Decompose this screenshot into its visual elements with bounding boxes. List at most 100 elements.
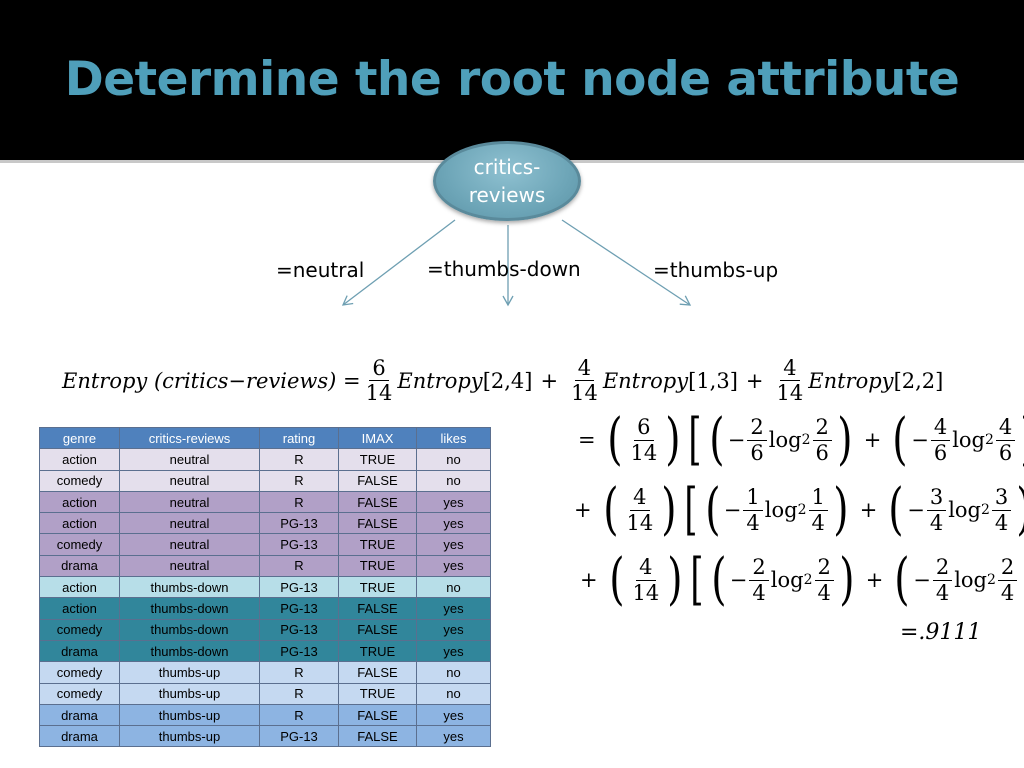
table-cell: FALSE (338, 703, 417, 727)
table-cell: PG-13 (259, 618, 339, 641)
column-header: IMAX (338, 426, 417, 450)
entropy-set: [2,2] (893, 368, 944, 393)
title-bar (0, 0, 1024, 160)
table-cell: no (416, 448, 491, 471)
table-cell: action (39, 448, 120, 471)
table-cell: R (259, 661, 339, 684)
table-cell: PG-13 (259, 639, 339, 663)
table-cell: PG-13 (259, 576, 339, 599)
table-cell: neutral (119, 448, 260, 471)
table-cell: no (416, 682, 491, 705)
table-cell: comedy (39, 618, 120, 641)
log-function: log (768, 428, 802, 452)
table-cell: PG-13 (259, 533, 339, 556)
log-function: log (954, 568, 987, 592)
table-cell: R (259, 703, 339, 727)
table-cell: R (259, 682, 339, 705)
table-cell: PG-13 (259, 725, 339, 748)
table-cell: yes (416, 703, 491, 727)
table-cell: TRUE (338, 448, 417, 471)
table-cell: thumbs-up (119, 682, 260, 705)
table-cell: PG-13 (259, 512, 339, 535)
table-cell: neutral (119, 512, 260, 535)
table-cell: thumbs-down (119, 576, 260, 599)
arrow-neutral (341, 219, 456, 306)
entropy-set: [2,4] (482, 368, 533, 393)
table-cell: FALSE (338, 597, 417, 620)
table-cell: neutral (119, 490, 260, 514)
branch-label-thumbs-up: =thumbs-up (653, 258, 779, 282)
column-header: rating (259, 426, 339, 450)
root-node: critics- reviews (433, 141, 581, 221)
table-cell: R (259, 490, 339, 514)
table-cell: comedy (39, 533, 120, 556)
table-cell: comedy (39, 469, 120, 492)
table-cell: neutral (119, 469, 260, 492)
column-header: likes (416, 426, 491, 450)
table-cell: TRUE (338, 639, 417, 663)
table-cell: yes (416, 639, 491, 663)
entropy-term: Entropy (808, 368, 894, 393)
table-cell: action (39, 512, 120, 535)
table-cell: thumbs-up (119, 725, 260, 748)
branch-label-neutral: =neutral (276, 258, 365, 282)
log-function: log (770, 568, 804, 592)
table-cell: FALSE (338, 512, 417, 535)
table-cell: FALSE (338, 618, 417, 641)
slide-title: Determine the root node attribute (64, 52, 960, 107)
root-node-label-2: reviews (468, 183, 546, 207)
table-cell: yes (416, 512, 491, 535)
entropy-result: =.9111 (900, 620, 982, 645)
table-cell: no (416, 576, 491, 599)
table-cell: thumbs-down (119, 618, 260, 641)
table-cell: yes (416, 618, 491, 641)
table-cell: action (39, 597, 120, 620)
root-node-label-1: critics- (473, 155, 541, 179)
table-cell: thumbs-down (119, 597, 260, 620)
table-cell: yes (416, 725, 491, 748)
table-cell: neutral (119, 533, 260, 556)
table-cell: yes (416, 554, 491, 578)
entropy-set: [1,3] (688, 368, 738, 393)
log-function: log (948, 498, 981, 522)
table-cell: comedy (39, 661, 120, 684)
table-cell: R (259, 448, 339, 471)
table-cell: drama (39, 725, 120, 748)
branch-label-thumbs-down: =thumbs-down (427, 257, 581, 281)
table-cell: yes (416, 597, 491, 620)
log-function: log (952, 428, 985, 452)
table-cell: FALSE (338, 490, 417, 514)
table-cell: action (39, 490, 120, 514)
arrow-thumbs-up (561, 219, 692, 306)
